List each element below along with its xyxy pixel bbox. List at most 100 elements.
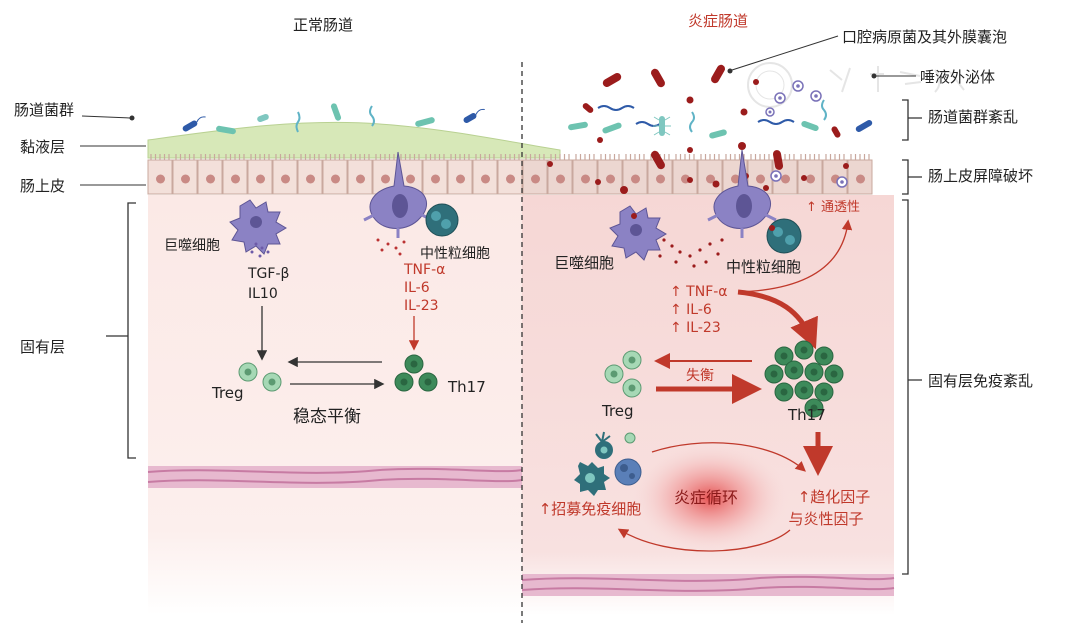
th17-nucleus — [830, 370, 838, 378]
inflamed-th17-label: Th17 — [787, 406, 826, 424]
microvilli — [200, 154, 220, 160]
microvilli — [150, 154, 170, 160]
factors-line2: 与炎性因子 — [788, 510, 863, 528]
microvilli — [600, 154, 620, 160]
th17-nucleus — [780, 388, 788, 396]
microvilli — [700, 154, 720, 160]
muscle-layer-right — [521, 574, 895, 596]
normal-macrophage-dots — [250, 242, 270, 258]
microvilli — [575, 154, 595, 160]
normal-cytokine-il23: IL-23 — [404, 298, 439, 314]
normal-neutrophil-label: 中性粒细胞 — [420, 246, 490, 262]
arrow-cycle-bottom — [617, 528, 791, 552]
normal-cytokine-il10: IL10 — [248, 286, 278, 302]
label-mucus: 黏液层 — [20, 138, 65, 156]
muscle-layer-left — [147, 466, 523, 488]
epithelial-nucleus — [381, 174, 390, 184]
microvilli — [175, 154, 195, 160]
epithelial-nucleus — [481, 174, 490, 184]
dysbiosis-bracket — [902, 99, 922, 141]
normal-treg-cells — [238, 362, 282, 392]
epithelial-nucleus — [531, 174, 540, 184]
recruited-immune-cells — [574, 431, 642, 496]
epithelial-nucleus — [281, 174, 290, 184]
epithelial-nucleus — [756, 174, 765, 184]
normal-flora — [182, 103, 485, 135]
normal-cytokine-tnf: TNF-α — [403, 262, 445, 278]
normal-macrophage-label: 巨噬细胞 — [164, 238, 220, 254]
th17-nucleus — [790, 366, 798, 374]
microvilli — [850, 154, 870, 160]
inflamed-cytokine-il23: ↑ IL-23 — [670, 320, 721, 336]
microvilli — [550, 154, 570, 160]
inflamed-neutrophil-label: 中性粒细胞 — [726, 258, 801, 276]
th17-nucleus — [820, 388, 828, 396]
epithelial-nucleus — [206, 174, 215, 184]
th17-nucleus — [800, 386, 808, 394]
normal-th17-label: Th17 — [447, 378, 486, 396]
lamina-bracket — [106, 202, 136, 459]
th17-nucleus — [810, 368, 818, 376]
epithelial-nucleus — [356, 174, 365, 184]
epithelial-nucleus — [331, 174, 340, 184]
microvilli — [675, 154, 695, 160]
label-saliva: 唾液外泌体 — [920, 68, 995, 86]
normal-treg-label: Treg — [211, 384, 244, 402]
normal-macrophage-cell — [229, 199, 287, 255]
arrow-to-permeability — [737, 219, 853, 293]
epithelial-nucleus — [231, 174, 240, 184]
normal-lamina-bg — [148, 195, 522, 615]
inflamed-title: 炎症肠道 — [688, 12, 748, 30]
microvilli — [325, 154, 345, 160]
normal-cytokine-tgf: TGF-β — [247, 266, 289, 282]
microvilli — [275, 154, 295, 160]
label-flora: 肠道菌群 — [14, 101, 74, 119]
normal-th17-cells — [394, 354, 438, 392]
microvilli — [450, 154, 470, 160]
inflamed-cytokine-tnf: ↑ TNF-α — [670, 284, 728, 300]
normal-neutrophil-cell — [425, 203, 459, 237]
normal-dendritic-cell — [363, 151, 433, 238]
epithelial-nucleus — [806, 174, 815, 184]
microvilli — [300, 154, 320, 160]
epithelial-nucleus — [781, 174, 790, 184]
inflamed-macrophage-label: 巨噬细胞 — [554, 254, 614, 272]
epithelial-nucleus — [606, 174, 615, 184]
factors-line1: ↑趋化因子 — [798, 488, 871, 506]
inflamed-dendritic-cell — [707, 149, 777, 238]
normal-balance-label: 稳态平衡 — [293, 407, 361, 427]
epithelial-nucleus — [631, 174, 640, 184]
epithelial-nucleus — [306, 174, 315, 184]
inflamed-treg-cells — [604, 350, 642, 398]
label-epithelium: 肠上皮 — [20, 177, 65, 195]
th17-nucleus — [800, 346, 808, 354]
epithelial-nucleus — [581, 174, 590, 184]
microvilli — [250, 154, 270, 160]
normal-title: 正常肠道 — [293, 16, 353, 34]
label-immune-disorder: 固有层免疫紊乱 — [928, 372, 1033, 390]
epithelial-nucleus — [731, 174, 740, 184]
epithelial-nucleus — [556, 174, 565, 184]
epithelial-nucleus — [456, 174, 465, 184]
label-lamina: 固有层 — [20, 338, 65, 356]
epithelial-nucleus — [256, 174, 265, 184]
epithelial-nucleus — [656, 174, 665, 184]
epithelial-nucleus — [856, 174, 865, 184]
microvilli — [225, 154, 245, 160]
microvilli — [375, 154, 395, 160]
th17-nucleus — [810, 404, 818, 412]
microvilli — [400, 154, 420, 160]
watermark-seal — [747, 62, 965, 108]
inflamed-th17-cells — [764, 340, 844, 418]
microvilli — [500, 154, 520, 160]
epithelial-nucleus — [506, 174, 515, 184]
permeability-label: ↑ 通透性 — [806, 200, 860, 215]
inflamed-macrophage-cell — [609, 205, 667, 261]
microvilli — [525, 154, 545, 160]
epithelial-nucleus — [706, 174, 715, 184]
th17-nucleus — [780, 352, 788, 360]
microvilli — [425, 154, 445, 160]
inflamed-cytokine-dots — [658, 238, 724, 268]
